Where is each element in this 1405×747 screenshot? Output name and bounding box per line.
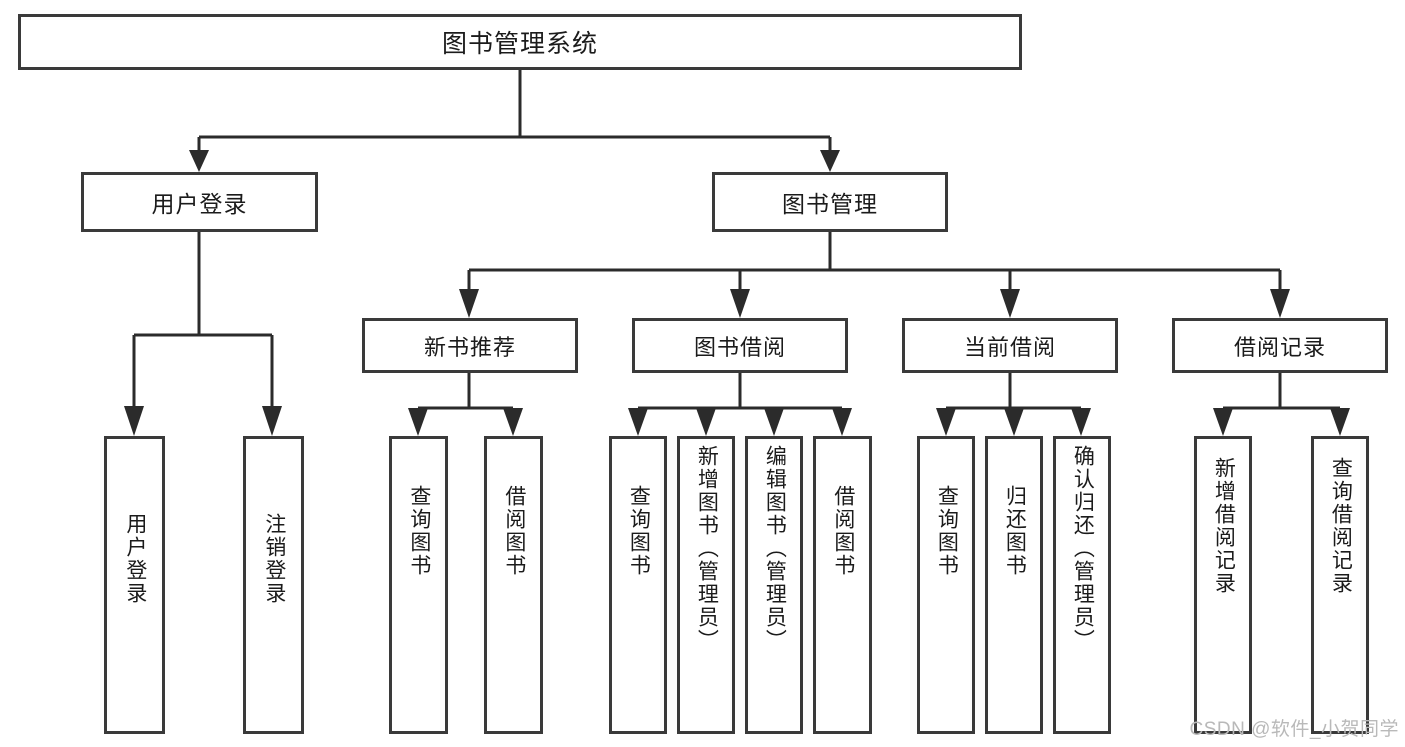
node-label: 图书借阅: [693, 334, 786, 360]
node-label: 图书管理系统: [441, 30, 598, 58]
node-label: 当前借阅: [963, 334, 1056, 360]
node-label: 注销登录: [262, 513, 286, 605]
leaf-user-login[interactable]: 用户登录: [104, 436, 165, 734]
node-label: 新增图书（管理员）: [695, 445, 719, 652]
node-new-book-recommendation[interactable]: 新书推荐: [362, 318, 578, 373]
leaf-borrow-book[interactable]: 借阅图书: [813, 436, 872, 734]
node-label: 编辑图书（管理员）: [763, 445, 787, 652]
node-label: 借阅图书: [831, 485, 855, 577]
node-label: 查询图书: [627, 485, 651, 577]
node-label: 查询图书: [935, 485, 959, 577]
leaf-edit-book-admin[interactable]: 编辑图书（管理员）: [745, 436, 803, 734]
node-user-login[interactable]: 用户登录: [81, 172, 318, 232]
leaf-query-borrow-record[interactable]: 查询借阅记录: [1311, 436, 1369, 734]
node-borrowing-record[interactable]: 借阅记录: [1172, 318, 1388, 373]
leaf-logout[interactable]: 注销登录: [243, 436, 304, 734]
leaf-query-book-borrow[interactable]: 查询图书: [609, 436, 667, 734]
node-label: 查询借阅记录: [1329, 457, 1353, 595]
node-label: 借阅图书: [502, 485, 526, 577]
node-label: 新书推荐: [423, 334, 516, 360]
leaf-add-book-admin[interactable]: 新增图书（管理员）: [677, 436, 735, 734]
node-current-borrowing[interactable]: 当前借阅: [902, 318, 1118, 373]
node-label: 确认归还（管理员）: [1071, 445, 1095, 652]
leaf-confirm-return-admin[interactable]: 确认归还（管理员）: [1053, 436, 1111, 734]
node-label: 查询图书: [407, 485, 431, 577]
node-label: 用户登录: [151, 191, 248, 217]
node-book-management[interactable]: 图书管理: [712, 172, 948, 232]
node-label: 图书管理: [782, 191, 878, 217]
node-label: 用户登录: [123, 513, 147, 605]
csdn-watermark: CSDN @软件_小贺同学: [1189, 719, 1399, 740]
node-label: 借阅记录: [1233, 334, 1326, 360]
leaf-query-book-new[interactable]: 查询图书: [389, 436, 448, 734]
node-root-book-management-system[interactable]: 图书管理系统: [18, 14, 1022, 70]
node-label: 新增借阅记录: [1212, 457, 1236, 595]
leaf-add-borrow-record[interactable]: 新增借阅记录: [1194, 436, 1252, 734]
node-book-borrowing[interactable]: 图书借阅: [632, 318, 848, 373]
leaf-borrow-book-new[interactable]: 借阅图书: [484, 436, 543, 734]
leaf-query-book-current[interactable]: 查询图书: [917, 436, 975, 734]
leaf-return-book[interactable]: 归还图书: [985, 436, 1043, 734]
node-label: 归还图书: [1003, 485, 1027, 577]
